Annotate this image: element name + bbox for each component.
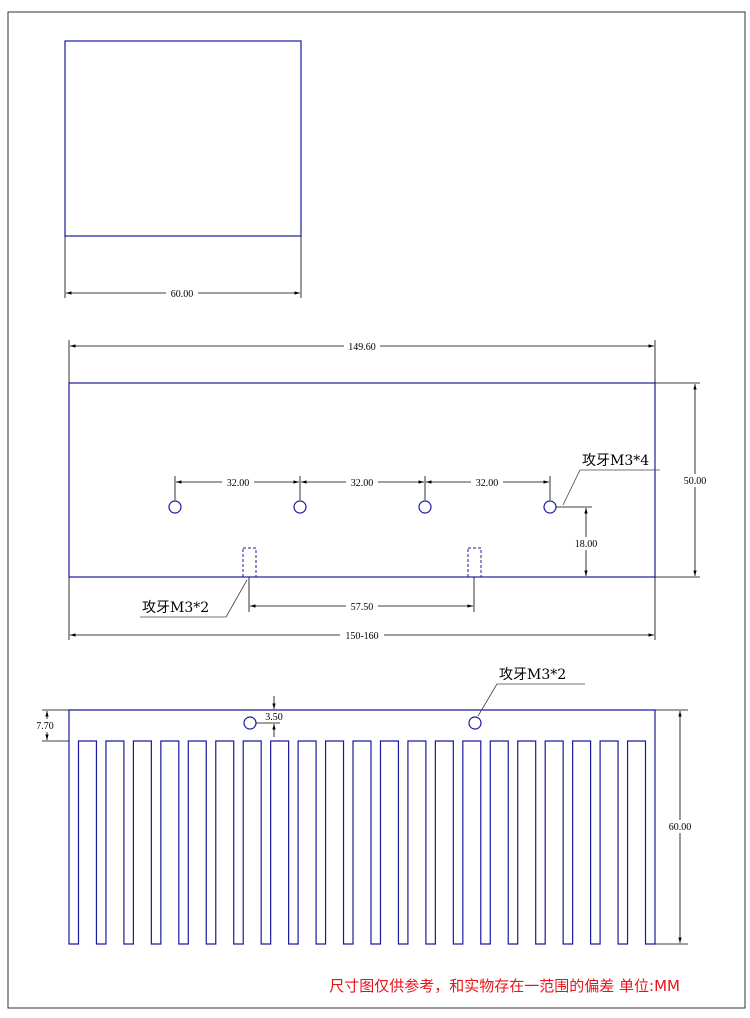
tap-m3x4-callout: 攻牙M3*4 xyxy=(582,453,649,469)
slot-spacing-label: 57.50 xyxy=(351,602,374,613)
length-label: 149.60 xyxy=(348,342,376,353)
reference-note: 尺寸图仅供参考，和实物存在一范围的偏差 单位:MM xyxy=(329,977,680,995)
top-width-label: 60.00 xyxy=(171,289,194,300)
fin-profile-outline xyxy=(68,709,656,945)
hole-spacing-1-label: 32.00 xyxy=(227,478,250,489)
top-view: 60.00 xyxy=(64,40,302,300)
tap-m3x2-front-callout: 攻牙M3*2 xyxy=(142,600,209,616)
hole-depth-label: 3.50 xyxy=(265,712,283,723)
fin-height-label: 60.00 xyxy=(669,822,692,833)
threaded-slot-1 xyxy=(242,547,257,578)
tap-m3x2-side-callout: 攻牙M3*2 xyxy=(499,667,566,683)
top-view-outline xyxy=(64,40,302,237)
threaded-slot-2 xyxy=(467,547,482,578)
front-view: 149.60 32.00 32.00 32.00 50.00 18.00 xyxy=(68,340,710,642)
base-thickness-label: 7.70 xyxy=(36,721,54,732)
mount-hole-1 xyxy=(168,500,182,514)
drawing-frame xyxy=(7,11,746,1009)
side-view: 7.70 3.50 60.00 攻牙M3*2 xyxy=(33,667,695,945)
hole-spacing-3-label: 32.00 xyxy=(476,478,499,489)
mount-hole-4 xyxy=(543,500,557,514)
length-range-label: 150-160 xyxy=(345,631,378,642)
hole-height-label: 18.00 xyxy=(575,539,598,550)
height-label: 50.00 xyxy=(684,476,707,487)
front-view-outline xyxy=(68,382,656,578)
mount-hole-2 xyxy=(293,500,307,514)
hole-spacing-2-label: 32.00 xyxy=(351,478,374,489)
side-hole-2 xyxy=(468,716,482,730)
side-hole-1 xyxy=(243,716,257,730)
mount-hole-3 xyxy=(418,500,432,514)
